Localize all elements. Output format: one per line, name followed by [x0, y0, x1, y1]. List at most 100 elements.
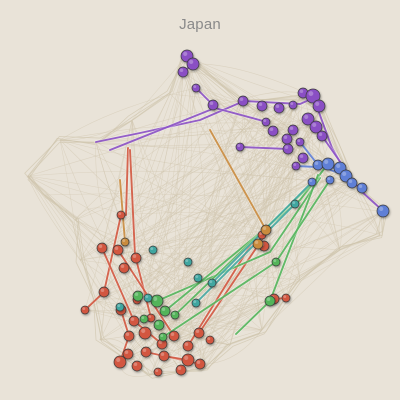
mesh-edge — [137, 87, 197, 297]
mesh-edge — [239, 126, 317, 148]
node-red — [123, 330, 135, 342]
node-highlight — [254, 240, 259, 244]
node-highlight — [207, 337, 211, 340]
node-highlight — [82, 307, 86, 310]
node-orange — [260, 224, 272, 236]
mesh-edge — [120, 130, 274, 216]
node-highlight — [132, 254, 137, 258]
mesh-edge — [94, 163, 329, 301]
mesh-edge — [94, 299, 175, 337]
node-red — [175, 364, 187, 376]
node-purple — [256, 100, 268, 112]
node-highlight — [273, 259, 277, 262]
mesh-edge — [192, 63, 341, 169]
node-green — [150, 294, 164, 308]
link-purple — [239, 146, 289, 150]
mesh-edge — [119, 129, 294, 308]
mesh-edge — [197, 130, 274, 279]
mesh-edge — [101, 119, 133, 249]
mesh-edge — [120, 129, 294, 216]
node-red — [138, 326, 152, 340]
node-highlight — [196, 360, 201, 364]
node-teal — [290, 199, 300, 209]
node-highlight — [266, 297, 271, 301]
node-highlight — [299, 154, 304, 158]
node-highlight — [299, 89, 304, 93]
node-highlight — [258, 102, 263, 106]
mesh-edge — [265, 118, 309, 231]
node-teal — [193, 273, 203, 283]
node-red — [194, 358, 206, 370]
mesh-edge — [59, 139, 265, 247]
mesh-edge — [94, 229, 267, 301]
node-highlight — [184, 342, 189, 346]
node-green — [153, 319, 165, 331]
mesh-edge — [84, 164, 319, 311]
mesh-edge — [212, 104, 287, 299]
node-highlight — [130, 317, 135, 321]
mesh-edge — [79, 105, 263, 261]
node-highlight — [275, 104, 280, 108]
node-highlight — [155, 321, 160, 325]
mesh-edge — [150, 97, 301, 319]
mesh-edge — [117, 71, 184, 251]
node-red — [116, 210, 126, 220]
node-purple — [281, 133, 293, 145]
node-purple — [207, 99, 219, 111]
mesh-edge — [27, 175, 151, 376]
node-highlight — [158, 340, 163, 344]
node-highlight — [195, 275, 199, 278]
node-highlight — [118, 212, 122, 216]
mesh-edge — [285, 179, 331, 299]
node-purple — [301, 112, 315, 126]
node-purple — [235, 142, 245, 152]
mesh-edge — [120, 212, 381, 236]
mesh-edge — [163, 261, 189, 357]
mesh-edge — [124, 241, 197, 304]
node-red — [158, 350, 170, 362]
mesh-edge — [174, 107, 280, 316]
node-blue — [312, 159, 324, 171]
node-highlight — [358, 184, 363, 188]
mesh-edge — [187, 300, 271, 361]
mesh-edge — [95, 141, 119, 251]
node-blue — [325, 175, 335, 185]
mesh-edge — [124, 157, 304, 243]
mesh-edge — [99, 55, 187, 341]
mesh-edge — [212, 104, 386, 213]
node-highlight — [348, 179, 353, 183]
node-highlight — [141, 328, 146, 333]
node-red — [168, 330, 180, 342]
node-blue — [376, 204, 390, 218]
node-red — [113, 355, 127, 369]
node-highlight — [259, 232, 263, 236]
mesh-edge — [94, 299, 104, 341]
background-mesh-edges — [24, 51, 388, 379]
node-teal — [115, 302, 125, 312]
node-highlight — [153, 296, 158, 301]
link-orange — [209, 129, 267, 231]
node-red — [153, 367, 163, 377]
node-highlight — [125, 332, 130, 336]
node-highlight — [116, 357, 121, 362]
node-teal — [183, 257, 193, 267]
mesh-edge — [173, 282, 213, 337]
node-highlight — [155, 369, 159, 372]
mesh-edge — [95, 141, 265, 247]
node-highlight — [150, 247, 154, 251]
node-green — [158, 332, 168, 342]
node-purple — [261, 117, 271, 127]
mesh-edge — [59, 139, 301, 148]
mesh-edge — [273, 92, 304, 300]
mesh-edge — [119, 163, 329, 308]
node-highlight — [160, 334, 164, 337]
node-highlight — [148, 315, 152, 318]
node-highlight — [209, 101, 214, 105]
node-blue — [346, 177, 358, 189]
node-highlight — [309, 179, 313, 183]
node-highlight — [318, 132, 323, 136]
node-highlight — [134, 292, 139, 296]
node-highlight — [114, 246, 119, 250]
